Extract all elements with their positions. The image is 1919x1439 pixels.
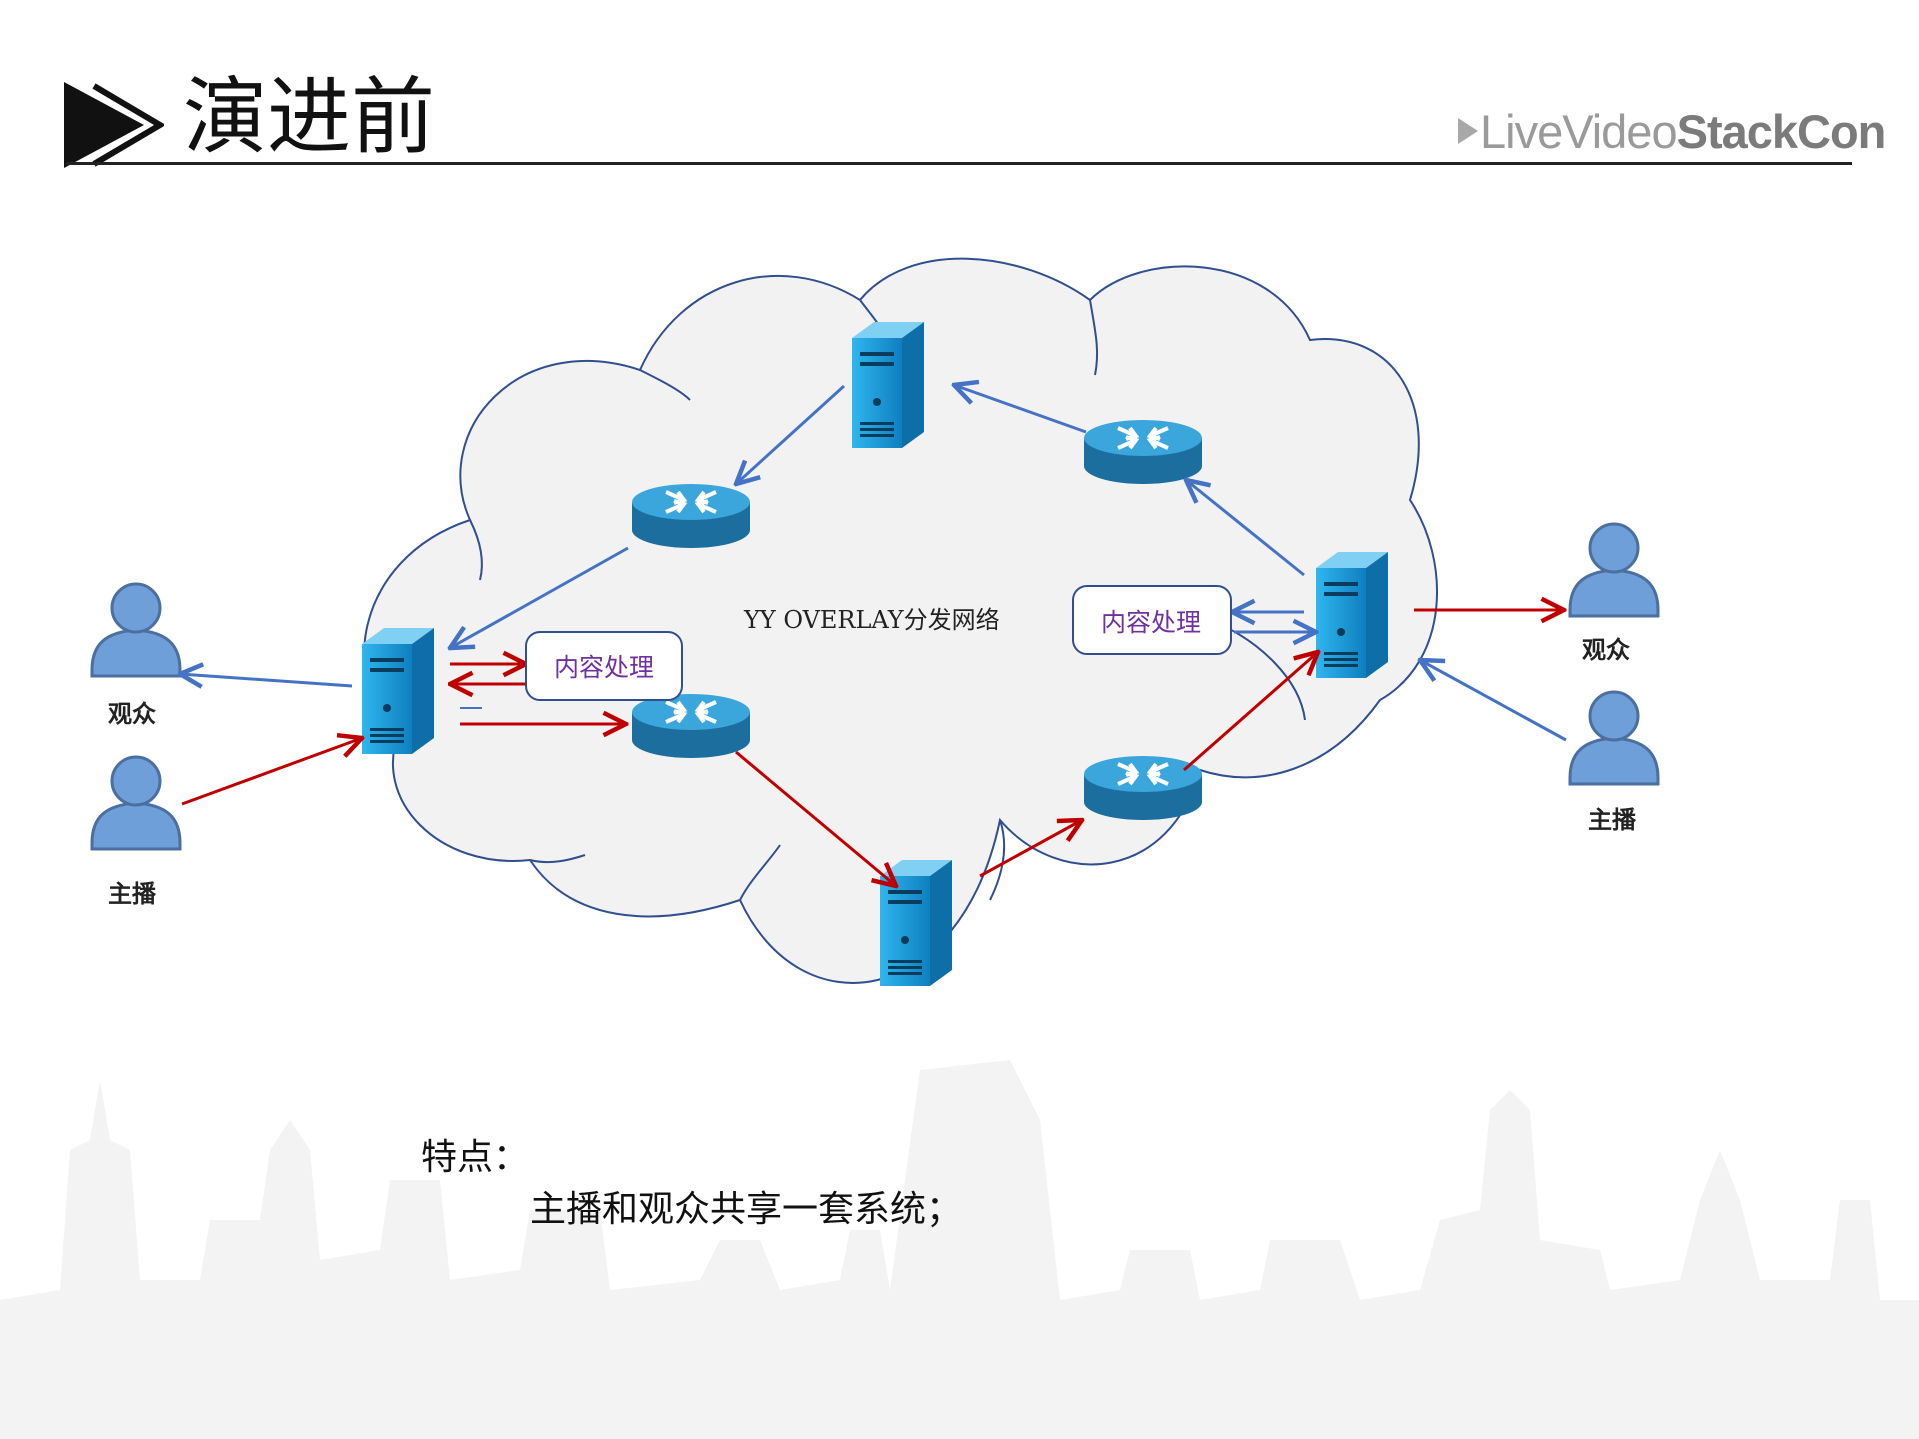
network-label: YY OVERLAY分发网络 [743, 606, 1000, 634]
right-anchor-label: 主播 [1588, 806, 1637, 834]
brand-bold: StackCon [1676, 104, 1887, 158]
slide-title: 演进前 [183, 68, 436, 166]
features-label: 特点： [421, 1137, 530, 1178]
brand-light: LiveVideo [1480, 104, 1678, 158]
arrow-top-server-to-router-tl [736, 384, 846, 484]
header-rule [66, 162, 1852, 165]
right-anchor-avatar [1568, 690, 1660, 786]
router-center-left [630, 692, 752, 760]
arrow-router-tr-to-top-server [954, 385, 1087, 434]
server-bottom [880, 860, 952, 986]
left-process-box [525, 631, 683, 701]
play-icon [1458, 118, 1478, 144]
server-right [1316, 552, 1388, 678]
right-viewer-avatar [1568, 522, 1660, 618]
arrow-router-br-to-right-server [1183, 652, 1318, 772]
brand-logo: LiveVideo StackCon [1458, 100, 1887, 162]
server-left [362, 628, 434, 754]
arrow-router-tl-to-left-server [450, 546, 629, 648]
server-top [852, 322, 924, 448]
left-viewer-avatar [90, 582, 182, 678]
left-anchor-avatar [90, 755, 182, 851]
arrow-right-server-to-router-tr [1186, 480, 1305, 577]
title-arrow-icon [64, 82, 164, 168]
arrow-router-to-bottom-server [735, 750, 896, 886]
arrow-right-anchor-to-server [1420, 660, 1567, 742]
right-viewer-label: 观众 [1582, 636, 1630, 664]
features-item: 主播和观众共享一套系统； [530, 1189, 963, 1230]
router-top-right [1082, 418, 1204, 486]
arrow-bottom-server-to-router-br [979, 820, 1082, 878]
arrow-left-server-to-viewer [180, 674, 353, 686]
right-process-box [1072, 585, 1232, 655]
arrow-left-anchor-to-server [181, 738, 362, 806]
router-top-left [630, 482, 752, 550]
left-viewer-label: 观众 [108, 700, 156, 728]
right-process-label: 内容处理 [1101, 608, 1201, 637]
left-anchor-label: 主播 [108, 880, 157, 908]
left-process-label: 内容处理 [554, 653, 654, 682]
router-bottom-right [1082, 754, 1204, 822]
